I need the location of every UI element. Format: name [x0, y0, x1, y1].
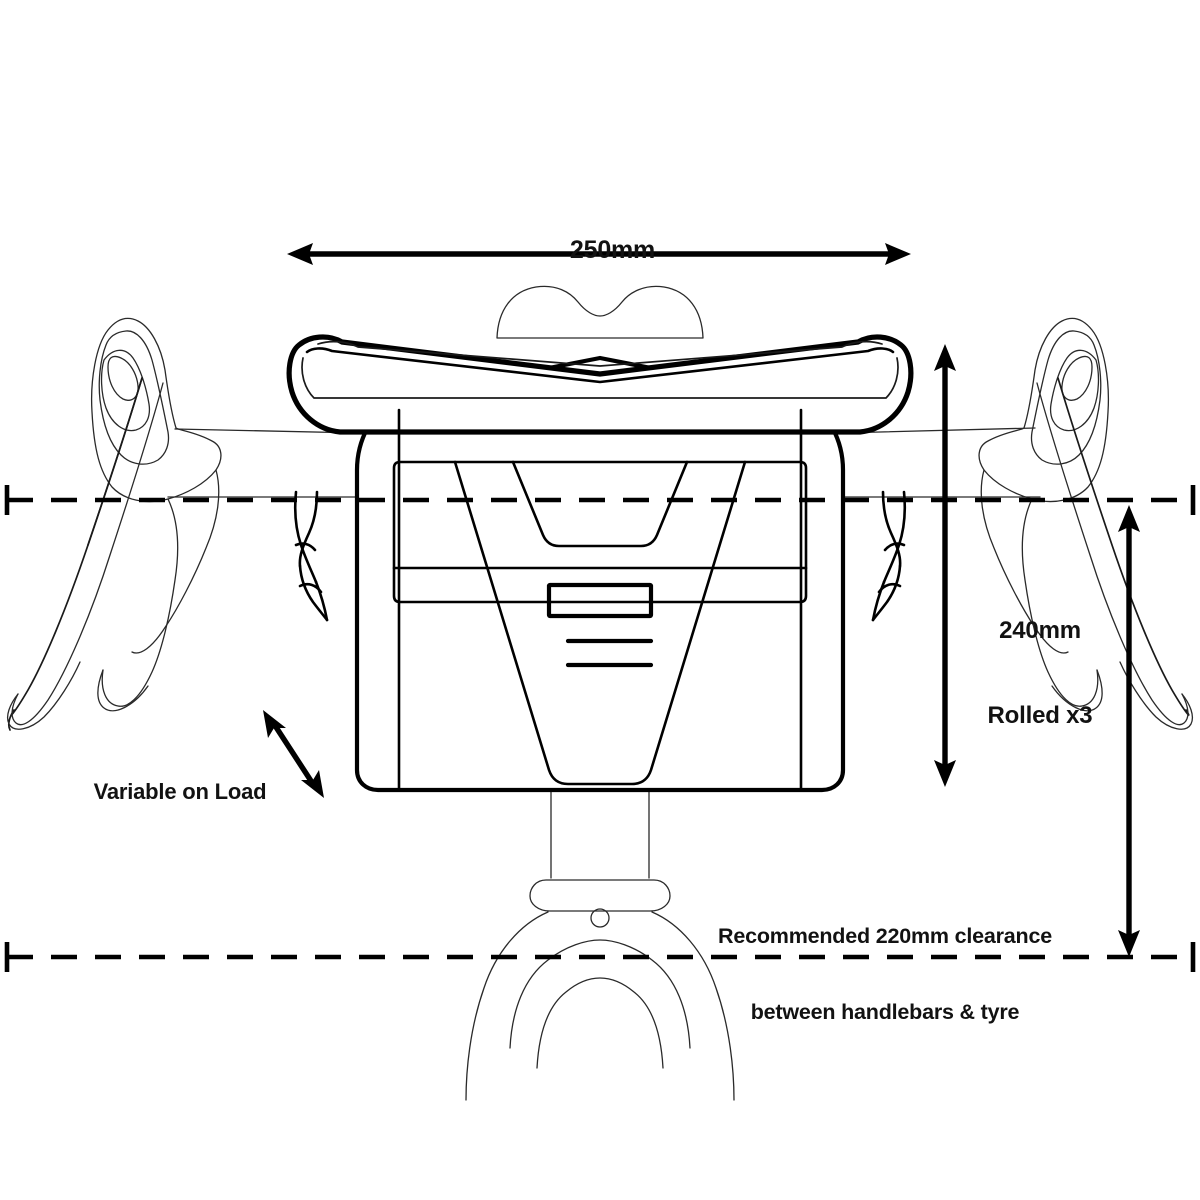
tyre-clearance-line [4, 942, 1196, 972]
handlebar-bag [286, 334, 914, 793]
clearance-dimension-label: Recommended 220mm clearance between hand… [690, 873, 1080, 1076]
height-dimension-arrow [934, 344, 956, 787]
mounting-strap-left [293, 490, 329, 622]
stem-cap [496, 285, 704, 339]
clearance-dimension-arrow [1118, 505, 1140, 957]
handlebar-centreline [4, 485, 1196, 515]
depth-dimension-label: Variable on Load [93, 779, 267, 804]
width-dimension-value: 250mm [569, 235, 656, 264]
mounting-strap-right [871, 490, 907, 622]
width-dimension-label: 250mm [0, 206, 1200, 295]
clearance-dimension-line2: between handlebars & tyre [750, 999, 1020, 1024]
fork-and-tyre [465, 789, 735, 1101]
height-dimension-label: 240mm Rolled x3 [930, 560, 1150, 787]
left-brake-lever [6, 317, 222, 731]
width-dimension-arrow [287, 243, 911, 265]
height-dimension-value: 240mm [999, 616, 1081, 644]
height-dimension-note: Rolled x3 [987, 701, 1093, 729]
clearance-dimension-line1: Recommended 220mm clearance [718, 923, 1052, 948]
depth-dimension-arrow [263, 710, 324, 798]
